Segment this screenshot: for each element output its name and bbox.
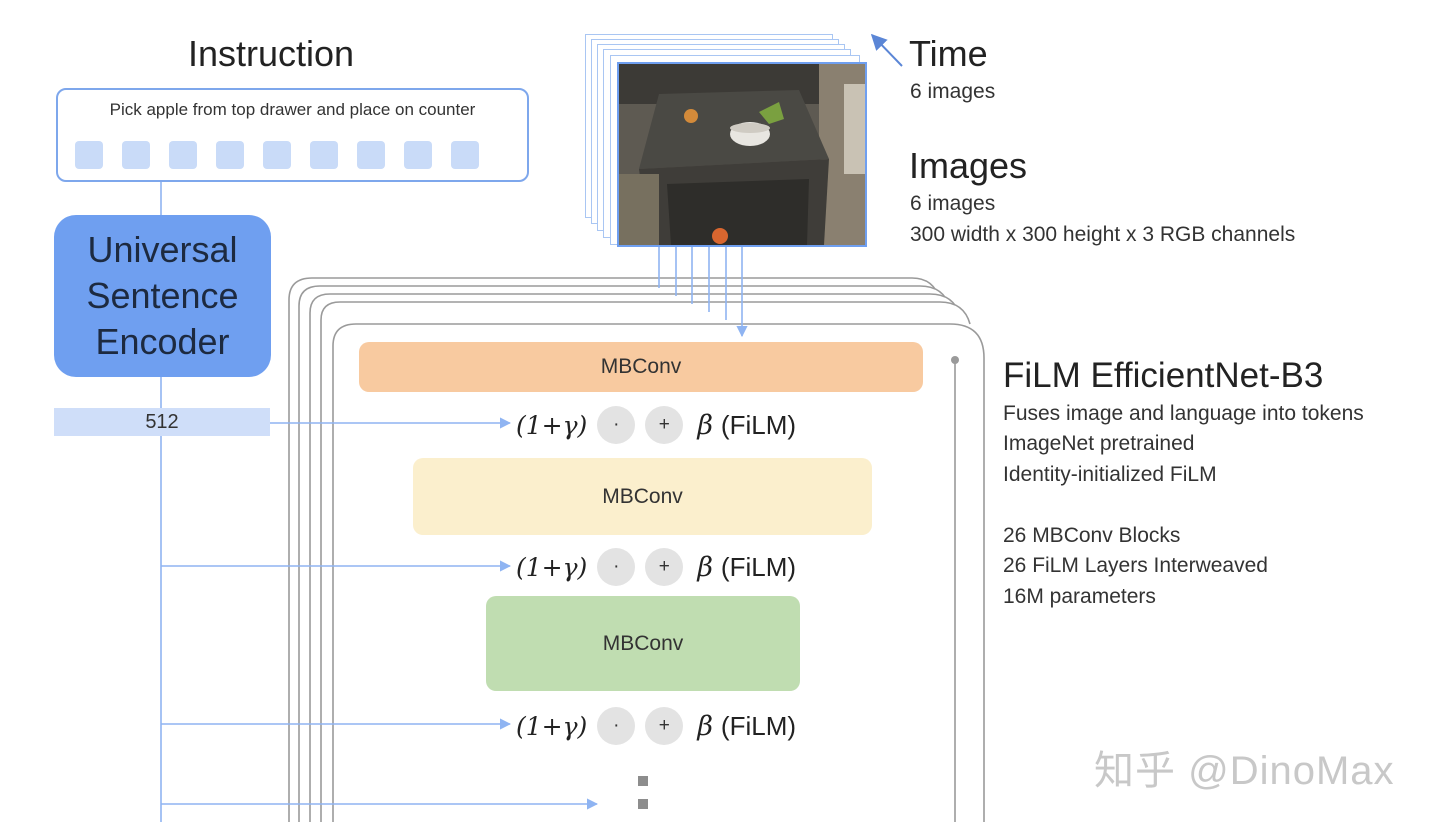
film-net-line: Fuses image and language into tokens xyxy=(1003,402,1364,425)
instruction-token xyxy=(122,141,150,169)
beta-term: β xyxy=(697,551,713,583)
film-net-title: FiLM EfficientNet-B3 xyxy=(1003,356,1324,395)
multiply-op: · xyxy=(597,548,636,586)
add-op: + xyxy=(645,406,684,444)
instruction-title: Instruction xyxy=(188,33,355,74)
instruction-token xyxy=(404,141,432,169)
images-title: Images xyxy=(909,145,1028,186)
instruction-text: Pick apple from top drawer and place on … xyxy=(109,100,476,119)
continuation-dot xyxy=(638,776,648,786)
time-subtitle: 6 images xyxy=(910,80,996,103)
instruction-token xyxy=(357,141,385,169)
gamma-term: (1+γ) xyxy=(516,410,588,440)
multiply-op: · xyxy=(597,406,636,444)
mbconv-block-1: MBConv xyxy=(359,342,923,392)
gamma-term: (1+γ) xyxy=(516,552,588,582)
beta-term: β xyxy=(697,710,713,742)
instruction-token xyxy=(451,141,479,169)
camera-image xyxy=(617,62,867,247)
watermark: 知乎 @DinoMax xyxy=(1094,749,1395,793)
images-count: 6 images xyxy=(910,192,996,215)
instruction-token xyxy=(263,141,291,169)
mbconv-block-2: MBConv xyxy=(413,458,872,535)
film-net-line: 16M parameters xyxy=(1003,585,1156,608)
beta-term: β xyxy=(697,409,713,441)
film-label: (FiLM) xyxy=(720,409,797,440)
film-label: (FiLM) xyxy=(720,710,797,741)
instruction-token xyxy=(216,141,244,169)
mbconv-block-3: MBConv xyxy=(486,596,800,691)
robot-scene-image xyxy=(619,64,865,245)
film-label: (FiLM) xyxy=(720,551,797,582)
encoder-label: Universal Sentence Encoder xyxy=(86,229,239,362)
film-net-line: Identity-initialized FiLM xyxy=(1003,463,1217,486)
multiply-op: · xyxy=(597,707,636,745)
instruction-token xyxy=(169,141,197,169)
add-op: + xyxy=(645,707,684,745)
film-layer-1: (1+γ) · + β (FiLM) xyxy=(516,405,796,445)
images-dims: 300 width x 300 height x 3 RGB channels xyxy=(910,223,1296,246)
film-net-line: 26 FiLM Layers Interweaved xyxy=(1003,554,1268,577)
instruction-token xyxy=(75,141,103,169)
film-layer-2: (1+γ) · + β (FiLM) xyxy=(516,547,796,587)
film-layer-3: (1+γ) · + β (FiLM) xyxy=(516,706,796,746)
instruction-token xyxy=(310,141,338,169)
universal-sentence-encoder: Universal Sentence Encoder xyxy=(54,215,271,377)
time-title: Time xyxy=(909,33,988,74)
embedding-dim-bar: 512 xyxy=(54,408,270,436)
film-net-line: 26 MBConv Blocks xyxy=(1003,524,1181,547)
add-op: + xyxy=(645,548,684,586)
film-net-line: ImageNet pretrained xyxy=(1003,432,1195,455)
gamma-term: (1+γ) xyxy=(516,711,588,741)
instruction-box: Pick apple from top drawer and place on … xyxy=(56,88,529,182)
time-arrow xyxy=(870,33,903,67)
continuation-dot xyxy=(638,799,648,809)
